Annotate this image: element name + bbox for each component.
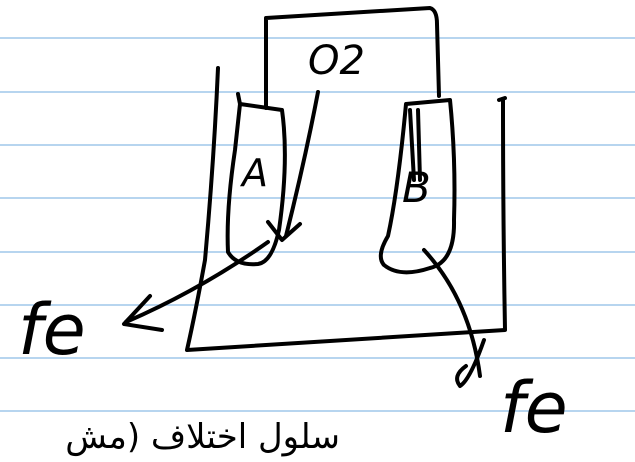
o2-flow-arrow xyxy=(284,90,320,238)
outer-container xyxy=(185,66,507,352)
left-fe-label: fe xyxy=(18,289,86,371)
ruled-lines xyxy=(0,37,635,412)
arrow-a-to-fe xyxy=(124,240,270,324)
o2-flow-arrowhead xyxy=(266,220,302,242)
compartment-b-label: B xyxy=(402,163,431,212)
arrow-a-to-fe-head xyxy=(122,294,164,332)
compartment-a-mark xyxy=(236,92,242,106)
compartment-a xyxy=(225,102,287,267)
bottom-note: سلول اختلاف (مش xyxy=(65,417,340,457)
compartment-a-label: A xyxy=(239,151,268,195)
right-fe-label: fe xyxy=(500,367,568,449)
arrow-b-to-fe xyxy=(422,248,486,388)
o2-label: O2 xyxy=(308,38,365,84)
compartment-b xyxy=(378,98,457,275)
compartment-b-mark xyxy=(408,108,422,182)
top-reservoir-box xyxy=(264,6,441,110)
